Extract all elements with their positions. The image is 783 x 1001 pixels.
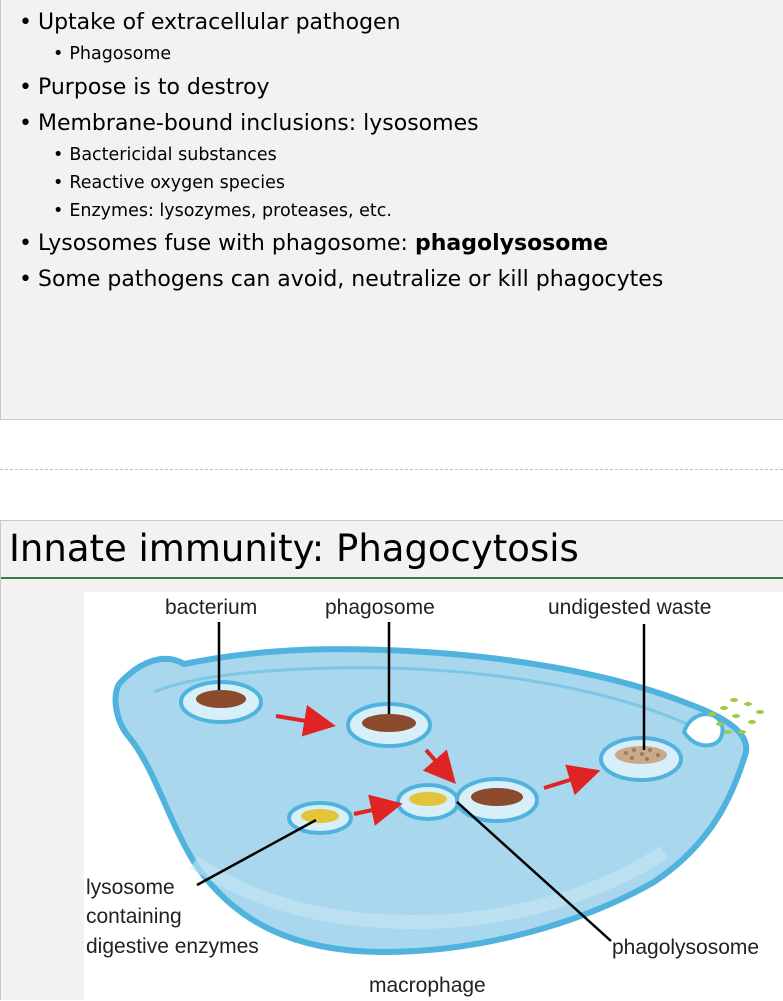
bullet-text: Some pathogens can avoid, neutralize or … <box>38 267 663 292</box>
bullet-uptake: •Uptake of extracellular pathogen <box>19 10 401 35</box>
bullet-text: Purpose is to destroy <box>38 75 270 100</box>
bullet-text: Lysosomes fuse with phagosome: <box>38 231 415 256</box>
label-lysosome-line3: digestive enzymes <box>86 935 259 958</box>
title-underline <box>1 577 783 579</box>
bullet-dot: • <box>19 75 32 100</box>
bullet-text: Uptake of extracellular pathogen <box>38 10 401 35</box>
bullet-text: Enzymes: lysozymes, proteases, etc. <box>69 201 392 221</box>
label-undigested-waste: undigested waste <box>548 596 711 619</box>
bullet-text: Phagosome <box>69 44 171 64</box>
label-bacterium: bacterium <box>165 596 257 619</box>
subbullet-ros: • Reactive oxygen species <box>53 173 285 193</box>
slide-separator <box>0 469 783 470</box>
bullet-dot: • <box>53 201 63 221</box>
bullet-text: Membrane-bound inclusions: lysosomes <box>38 111 479 136</box>
slide-top: •Uptake of extracellular pathogen •Phago… <box>0 0 783 420</box>
phagocytosis-illustration: bacterium phagosome undigested waste lys… <box>84 592 783 1001</box>
bullet-dot: • <box>19 111 32 136</box>
phagocytosis-diagram: bacterium phagosome undigested waste lys… <box>84 592 783 1001</box>
label-macrophage: macrophage <box>369 974 486 997</box>
label-lysosome-line2: containing <box>86 905 182 928</box>
bullet-dot: • <box>53 44 63 64</box>
bullet-text: Reactive oxygen species <box>69 173 285 193</box>
bullet-membrane: •Membrane-bound inclusions: lysosomes <box>19 111 479 136</box>
label-lysosome-line1: lysosome <box>86 876 175 899</box>
bullet-dot: • <box>19 10 32 35</box>
subbullet-bactericidal: • Bactericidal substances <box>53 145 277 165</box>
bullet-dot: • <box>53 145 63 165</box>
bacterium-engulfing-vesicle <box>181 682 261 722</box>
bullet-dot: • <box>19 231 32 256</box>
exocytosis-opening <box>684 714 723 745</box>
label-phagosome: phagosome <box>325 596 435 619</box>
residual-body-vesicle <box>601 738 681 780</box>
subbullet-enzymes: • Enzymes: lysozymes, proteases, etc. <box>53 201 392 221</box>
slide-title: Innate immunity: Phagocytosis <box>9 527 579 570</box>
slide-bottom: Innate immunity: Phagocytosis <box>0 520 783 1000</box>
phagolysosome-vesicle <box>398 779 537 821</box>
subbullet-phagosome: • Phagosome <box>53 44 171 64</box>
bullet-purpose: •Purpose is to destroy <box>19 75 270 100</box>
bullet-lysosomes-fuse: •Lysosomes fuse with phagosome: phagolys… <box>19 231 608 256</box>
label-phagolysosome: phagolysosome <box>612 936 759 959</box>
bullet-text: Bactericidal substances <box>69 145 276 165</box>
bullet-pathogens-avoid: •Some pathogens can avoid, neutralize or… <box>19 267 663 292</box>
bullet-dot: • <box>19 267 32 292</box>
bullet-dot: • <box>53 173 63 193</box>
bullet-bold-term: phagolysosome <box>415 231 608 256</box>
